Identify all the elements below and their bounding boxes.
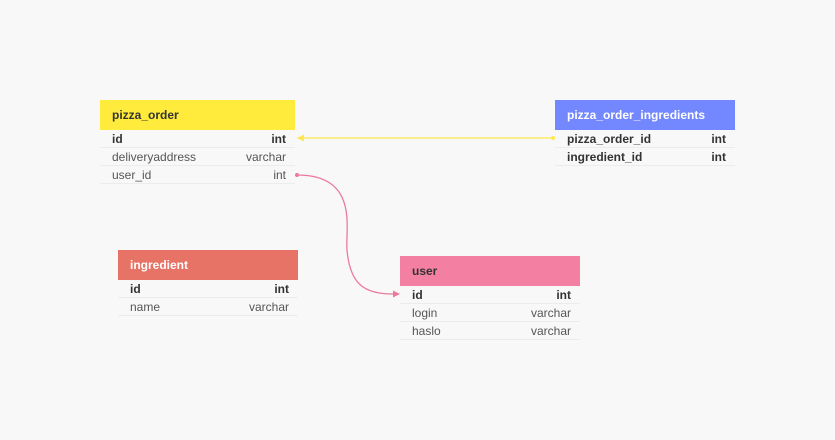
column-row-ingredient-id[interactable]: ingredient_id int <box>555 148 735 166</box>
column-name: login <box>412 306 438 320</box>
column-type: int <box>556 288 571 302</box>
table-header-ingredient[interactable]: ingredient <box>118 250 298 280</box>
column-type: int <box>274 282 289 296</box>
column-type: varchar <box>530 306 571 320</box>
table-pizza-order-ingredients[interactable]: pizza_order_ingredients pizza_order_id i… <box>555 100 735 166</box>
table-header-pizza-order[interactable]: pizza_order <box>100 100 295 130</box>
column-type: varchar <box>248 300 289 314</box>
column-name: deliveryaddress <box>112 150 197 164</box>
column-type: varchar <box>245 150 286 164</box>
column-row-haslo[interactable]: haslo varchar <box>400 322 580 340</box>
table-header-user[interactable]: user <box>400 256 580 286</box>
table-header-pizza-order-ingredients[interactable]: pizza_order_ingredients <box>555 100 735 130</box>
column-type: int <box>711 132 726 146</box>
column-name: id <box>130 282 141 296</box>
table-user[interactable]: user id int login varchar haslo varchar <box>400 256 580 340</box>
table-ingredient[interactable]: ingredient id int name varchar <box>118 250 298 316</box>
column-name: id <box>112 132 123 146</box>
column-row-pizza-order-id[interactable]: pizza_order_id int <box>555 130 735 148</box>
column-name: id <box>412 288 423 302</box>
column-row-id[interactable]: id int <box>118 280 298 298</box>
fk-endpoint-pizza-order-user-id <box>295 173 299 177</box>
column-row-name[interactable]: name varchar <box>118 298 298 316</box>
column-row-login[interactable]: login varchar <box>400 304 580 322</box>
column-type: varchar <box>530 324 571 338</box>
column-row-id[interactable]: id int <box>100 130 295 148</box>
table-pizza-order[interactable]: pizza_order id int deliveryaddress varch… <box>100 100 295 184</box>
column-name: pizza_order_id <box>567 132 652 146</box>
column-type: int <box>273 168 286 182</box>
fk-arrowhead-user <box>393 290 400 298</box>
column-type: int <box>271 132 286 146</box>
column-name: name <box>130 300 161 314</box>
column-name: user_id <box>112 168 152 182</box>
column-name: haslo <box>412 324 441 338</box>
fk-connector-user <box>296 174 394 295</box>
fk-arrowhead-pizza-order <box>297 134 304 142</box>
column-row-user-id[interactable]: user_id int <box>100 166 295 184</box>
column-row-deliveryaddress[interactable]: deliveryaddress varchar <box>100 148 295 166</box>
column-row-id[interactable]: id int <box>400 286 580 304</box>
column-type: int <box>711 150 726 164</box>
column-name: ingredient_id <box>567 150 643 164</box>
